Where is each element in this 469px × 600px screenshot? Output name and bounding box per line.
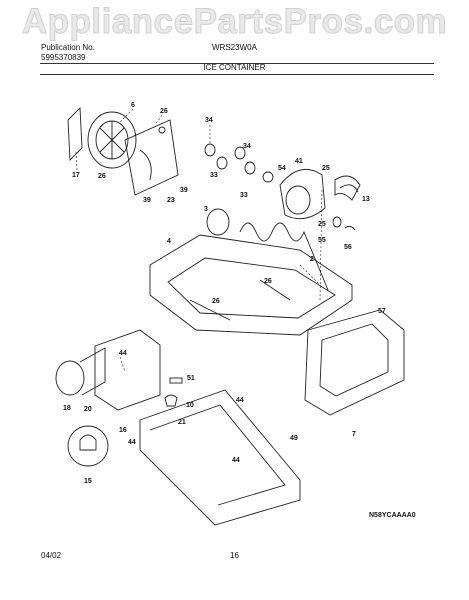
callout: 25 [322, 165, 330, 172]
part-auger-6 [87, 111, 137, 169]
part-bracket-17 [67, 106, 83, 162]
callout: 34 [243, 143, 251, 150]
callout: 18 [63, 405, 71, 412]
callout: 4 [167, 238, 171, 245]
footer-page-number: 16 [230, 551, 239, 560]
callout: 16 [119, 427, 127, 434]
watermark: AppliancePartsPros.com [21, 2, 448, 42]
header-rule-bottom [40, 74, 434, 75]
publication-label: Publication No. [41, 43, 95, 52]
callout: 41 [295, 158, 303, 165]
callout: 56 [344, 244, 352, 251]
callout: 23 [167, 197, 175, 204]
callout: 34 [205, 117, 213, 124]
part-container-4 [149, 234, 353, 336]
callout: 44 [236, 397, 244, 404]
callout: 55 [318, 237, 326, 244]
part-plate-23 [124, 119, 179, 196]
callout: 51 [187, 375, 195, 382]
footer-date: 04/02 [41, 551, 62, 560]
part-washer-54 [262, 171, 274, 183]
callout: 15 [84, 478, 92, 485]
part-actuator-10 [164, 394, 178, 407]
callout: 13 [362, 196, 370, 203]
callout: 49 [290, 435, 298, 442]
callout: 17 [72, 172, 80, 179]
part-clip-55 [332, 216, 342, 228]
publication-number: 5995370839 [41, 53, 86, 62]
part-clip-56 [344, 225, 356, 231]
callout: 3 [204, 206, 208, 213]
callout: 39 [180, 187, 188, 194]
callout: 33 [240, 192, 248, 199]
diagram-code: N58YCAAAA0 [369, 512, 416, 519]
callout: 7 [352, 431, 356, 438]
part-gearbox-20 [94, 329, 161, 411]
callout: 44 [232, 457, 240, 464]
part-bushing-33b [244, 161, 256, 175]
part-housing-41 [279, 168, 326, 220]
callout: 33 [210, 172, 218, 179]
callout: 25 [318, 221, 326, 228]
part-gear-3 [206, 208, 230, 236]
part-switch-51 [169, 377, 183, 384]
model-number: WRS23W0A [212, 43, 257, 52]
part-bushing-34a [204, 143, 216, 157]
callout: 2 [310, 256, 314, 263]
callout: 44 [119, 350, 127, 357]
header-rule-top [40, 63, 434, 64]
callout: 57 [378, 308, 386, 315]
callout: 20 [84, 406, 92, 413]
callout: 26 [212, 298, 220, 305]
callout: 26 [98, 173, 106, 180]
section-title: ICE CONTAINER [203, 63, 266, 72]
part-door-7 [304, 309, 405, 416]
callout: 26 [160, 108, 168, 115]
part-blade-13 [334, 175, 361, 201]
callout: 6 [131, 102, 135, 109]
part-bushing-33a [216, 156, 228, 170]
callout: 10 [186, 402, 194, 409]
callout: 26 [264, 278, 272, 285]
callout: 54 [278, 165, 286, 172]
part-bushing-34b [234, 146, 246, 160]
callout: 21 [178, 419, 186, 426]
part-bulb-15 [67, 425, 109, 467]
part-motor-18 [55, 360, 85, 396]
callout: 44 [128, 439, 136, 446]
part-bracket-49 [139, 389, 301, 526]
callout: 39 [143, 197, 151, 204]
part-auger-2 [239, 222, 329, 291]
